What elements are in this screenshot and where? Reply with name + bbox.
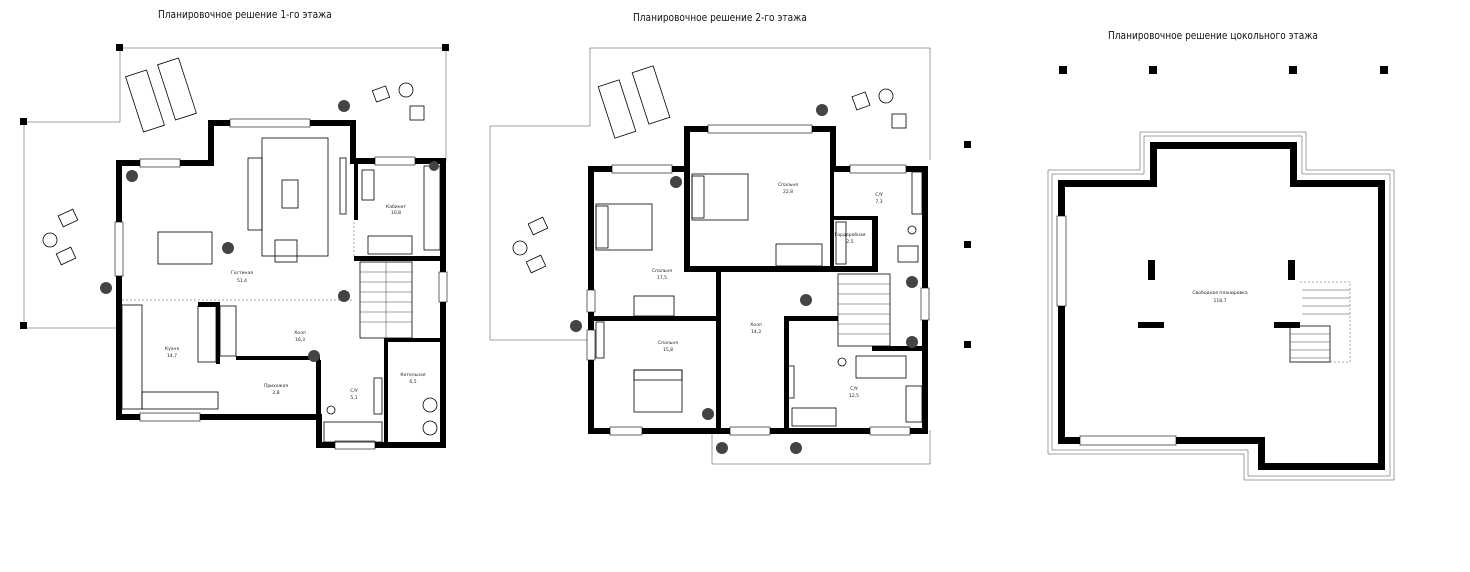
room-label-floor1-entrance: Прихожая <box>264 383 288 389</box>
floor1-post <box>116 44 123 51</box>
room-area-floor2-wardrobe: 2,5 <box>846 239 853 245</box>
room-label-floor1-boiler: Котельная <box>400 372 426 378</box>
room-label-floor2-bedroom2: Спальня <box>652 268 672 274</box>
room-area-floor1-living: 51,4 <box>237 278 247 284</box>
room-label-floor2-bedroom1: Спальня <box>778 182 798 188</box>
basement-windows <box>1056 215 1177 446</box>
room-label-floor1-living: Гостиная <box>231 270 253 276</box>
room-area-floor2-hall: 14,3 <box>751 329 761 335</box>
room-area-floor1-boiler: 6,5 <box>409 379 416 385</box>
floor2-windows <box>586 124 930 436</box>
plan-title-basement: Планировочное решение цокольного этажа <box>1108 29 1318 42</box>
floor2-furniture <box>595 171 923 427</box>
room-label-floor2-hall: Холл <box>750 322 762 328</box>
floor2-loungers <box>512 65 907 274</box>
room-area-floor1-entrance: 2,8 <box>272 390 279 396</box>
basement-stairs <box>1289 281 1351 363</box>
room-label-floor1-kitchen: Кухня <box>165 346 179 352</box>
floor1-interior-walls <box>198 160 446 448</box>
basement-column-markers <box>1059 66 1388 74</box>
floor1-plan: Гостиная 51,4 Кабинет 10,8 Холл 16,3 Кух… <box>20 44 449 450</box>
basement-plan: Свободная планировка 118,7 <box>1047 66 1395 481</box>
column-markers <box>964 141 971 348</box>
room-area-floor1-kitchen: 14,7 <box>167 353 177 359</box>
basement-outer-outline-2 <box>1051 135 1391 477</box>
floor2-stairs <box>837 273 891 347</box>
room-area-floor2-bedroom2: 17,5 <box>657 275 667 281</box>
floor1-stairs <box>122 222 413 339</box>
room-area-basement-open: 118,7 <box>1214 298 1227 304</box>
room-label-floor1-office: Кабинет <box>386 204 406 210</box>
room-area-floor1-wc: 5,1 <box>350 395 357 401</box>
room-label-floor2-wardrobe: Гардеробная <box>834 232 865 238</box>
floor1-post <box>442 44 449 51</box>
floor2-plants <box>570 104 918 454</box>
room-label-basement-open: Свободная планировка <box>1192 290 1247 296</box>
floor2-interior-walls <box>594 166 928 432</box>
room-label-floor2-wc2: С/У <box>850 386 858 392</box>
room-label-floor1-wc: С/У <box>350 388 358 394</box>
room-area-floor1-office: 10,8 <box>391 210 401 216</box>
room-label-floor2-wc1: С/У <box>875 192 883 198</box>
plan-title-floor2: Планировочное решение 2-го этажа <box>633 11 807 24</box>
room-area-floor2-wc2: 12,5 <box>849 393 859 399</box>
floor1-windows <box>114 118 448 450</box>
room-label-floor2-bedroom3: Спальня <box>658 340 678 346</box>
floor2-plan: Спальня 22,8 С/У 7,3 Гардеробная 2,5 Спа… <box>489 47 931 465</box>
floor2-lower-balcony-outline <box>711 430 931 465</box>
room-area-floor2-wc1: 7,3 <box>875 199 882 205</box>
floor1-terrace-outline <box>23 47 447 329</box>
floor1-post <box>20 118 27 125</box>
floor1-loungers <box>42 57 425 266</box>
floor1-post <box>20 322 27 329</box>
floor2-balcony-outline <box>489 47 931 341</box>
room-label-floor1-hall: Холл <box>294 330 306 336</box>
plan-title-floor1: Планировочное решение 1-го этажа <box>158 8 332 21</box>
room-area-floor2-bedroom3: 15,8 <box>663 347 673 353</box>
floor1-exterior-walls <box>116 120 446 448</box>
room-area-floor1-hall: 16,3 <box>295 337 305 343</box>
floor1-furniture <box>121 137 441 443</box>
floor1-plants <box>100 100 439 362</box>
basement-outer-outline <box>1047 131 1395 481</box>
room-area-floor2-bedroom1: 22,8 <box>783 189 793 195</box>
